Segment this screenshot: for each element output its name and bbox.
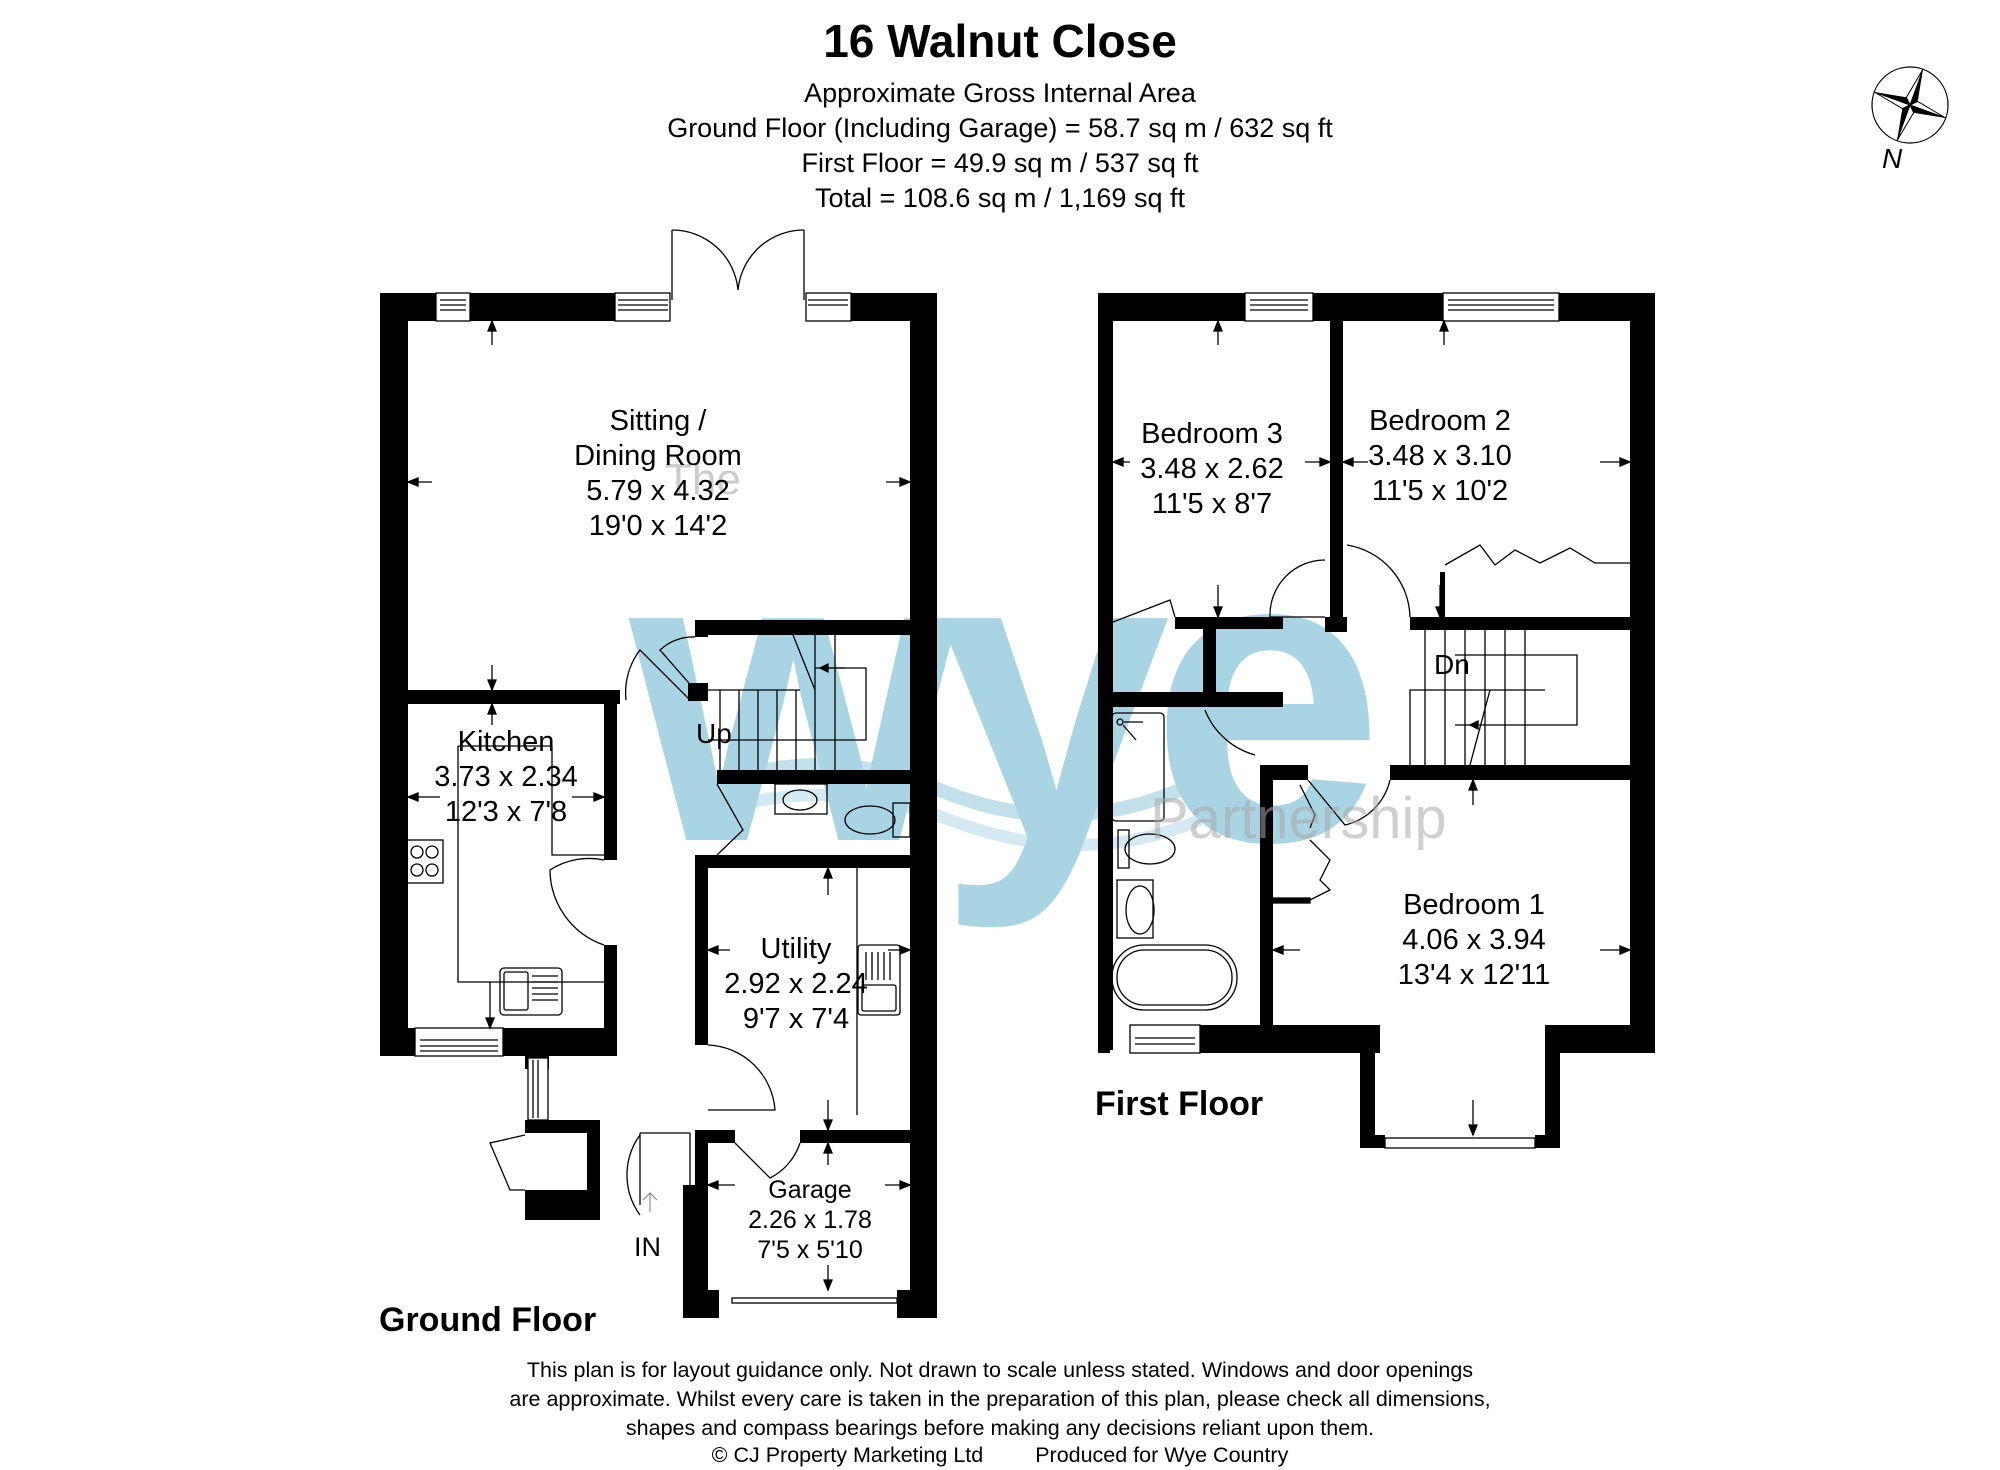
room-metric: 3.48 x 3.10 xyxy=(1368,440,1512,472)
room-imperial: 11'5 x 8'7 xyxy=(1151,488,1273,520)
room-metric: 2.26 x 1.78 xyxy=(748,1206,872,1234)
room-metric: 3.48 x 2.62 xyxy=(1140,453,1284,485)
compass-rose-icon xyxy=(1871,66,1949,144)
room-name: Garage xyxy=(768,1176,852,1204)
room-imperial: 11'5 x 10'2 xyxy=(1371,475,1509,507)
first-floor-walls xyxy=(1098,293,1655,1148)
room-bedroom-1: Bedroom 1 4.06 x 3.94 13'4 x 12'11 xyxy=(1398,888,1550,993)
room-imperial: 9'7 x 7'4 xyxy=(742,1003,850,1035)
first-floor-fixtures xyxy=(1111,292,1630,1149)
room-metric: 2.92 x 2.24 xyxy=(724,968,868,1000)
copyright: © CJ Property Marketing Ltd xyxy=(711,1443,984,1467)
disclaimer-line-2: are approximate. Whilst every care is ta… xyxy=(509,1387,1491,1411)
compass: N xyxy=(1870,65,1950,175)
ground-floor-dimension-arrows xyxy=(406,319,912,1292)
room-metric: 4.06 x 3.94 xyxy=(1402,924,1546,956)
entrance-label: IN xyxy=(634,1232,661,1262)
watermark-the: The xyxy=(665,455,741,504)
room-name: Bedroom 3 xyxy=(1141,418,1283,450)
total-area: Total = 108.6 sq m / 1,169 sq ft xyxy=(815,183,1185,213)
room-bedroom-2: Bedroom 2 3.48 x 3.10 11'5 x 10'2 xyxy=(1368,404,1512,509)
ground-floor-label: Ground Floor xyxy=(379,1301,597,1339)
compass-north-label: N xyxy=(1882,143,1903,174)
produced-for: Produced for Wye Country xyxy=(1035,1443,1289,1467)
plan-title: 16 Walnut Close xyxy=(823,15,1177,67)
stairs-up-label: Up xyxy=(696,718,732,749)
room-kitchen: Kitchen 3.73 x 2.34 12'3 x 7'8 xyxy=(434,725,578,830)
room-metric: 3.73 x 2.34 xyxy=(434,761,578,793)
disclaimer-line-3: shapes and compass bearings before makin… xyxy=(625,1416,1375,1440)
room-bedroom-3: Bedroom 3 3.48 x 2.62 11'5 x 8'7 xyxy=(1140,417,1284,522)
area-heading: Approximate Gross Internal Area xyxy=(804,78,1196,108)
room-name: Sitting / xyxy=(609,405,707,437)
ground-floor-area: Ground Floor (Including Garage) = 58.7 s… xyxy=(667,113,1333,143)
first-floor-dimension-arrows xyxy=(1111,319,1632,1137)
ground-floor-fixtures xyxy=(404,229,911,1304)
room-imperial: 13'4 x 12'11 xyxy=(1397,959,1551,991)
room-sitting-dining: Sitting / Dining Room 5.79 x 4.32 19'0 x… xyxy=(574,404,742,544)
room-name: Utility xyxy=(760,933,832,965)
room-name-2: Dining Room xyxy=(574,440,742,472)
room-imperial: 7'5 x 5'10 xyxy=(757,1236,863,1264)
credits-line: © CJ Property Marketing Ltd Produced for… xyxy=(0,1441,2000,1470)
disclaimer-line-1: This plan is for layout guidance only. N… xyxy=(526,1358,1474,1382)
stairs-down-label: Dn xyxy=(1434,649,1470,680)
room-imperial: 12'3 x 7'8 xyxy=(444,796,568,828)
room-garage: Garage 2.26 x 1.78 7'5 x 5'10 xyxy=(748,1175,872,1265)
room-name: Bedroom 1 xyxy=(1403,889,1545,921)
ground-floor-walls xyxy=(380,293,937,1318)
first-floor-area: First Floor = 49.9 sq m / 537 sq ft xyxy=(801,148,1199,178)
room-metric: 5.79 x 4.32 xyxy=(586,475,730,507)
room-name: Bedroom 2 xyxy=(1369,405,1511,437)
room-name: Kitchen xyxy=(457,726,555,758)
room-utility: Utility 2.92 x 2.24 9'7 x 7'4 xyxy=(724,932,868,1037)
first-floor-label: First Floor xyxy=(1095,1085,1264,1123)
watermark-partnership: Partnership xyxy=(1150,786,1447,851)
room-imperial: 19'0 x 14'2 xyxy=(588,510,728,542)
